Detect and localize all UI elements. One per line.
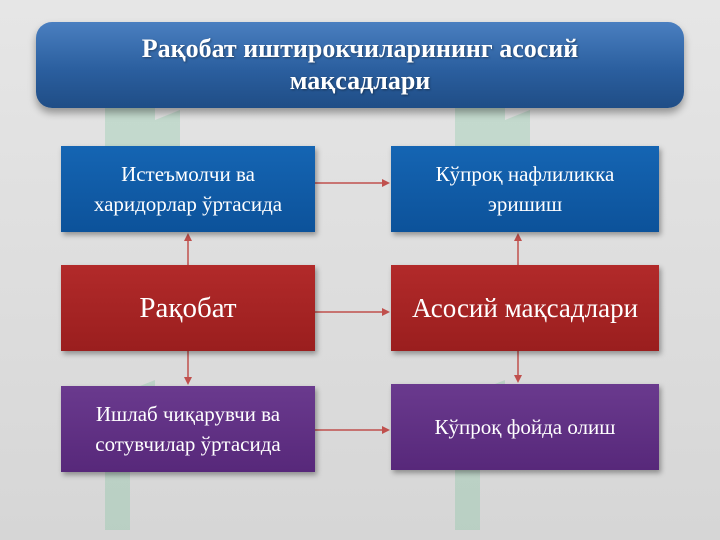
consumers-box: Истеъмолчи ва харидорлар ўртасида [61, 146, 315, 232]
main-goals-box-label: Асосий мақсадлари [411, 293, 639, 323]
main-goals-box: Асосий мақсадлари [391, 265, 659, 351]
profitability-box-label: Кўпроқ нафлиликка эришиш [435, 162, 615, 216]
competition-box-label: Рақобат [139, 291, 237, 324]
title-banner: Рақобат иштирокчиларининг асосий мақсадл… [36, 22, 684, 108]
slide-title: Рақобат иштирокчиларининг асосий мақсадл… [141, 34, 579, 95]
profitability-box: Кўпроқ нафлиликка эришиш [391, 146, 659, 232]
competition-box: Рақобат [61, 265, 315, 351]
producers-box: Ишлаб чиқарувчи ва сотувчилар ўртасида [61, 386, 315, 472]
more-profit-box: Кўпроқ фойда олиш [391, 384, 659, 470]
more-profit-box-label: Кўпроқ фойда олиш [434, 415, 616, 439]
producers-box-label: Ишлаб чиқарувчи ва сотувчилар ўртасида [95, 402, 281, 456]
consumers-box-label: Истеъмолчи ва харидорлар ўртасида [93, 162, 283, 216]
